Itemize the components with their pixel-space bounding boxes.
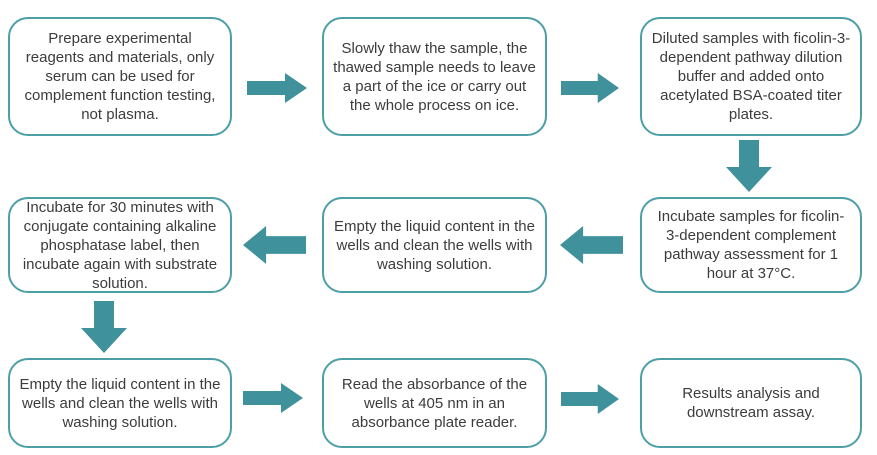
flow-step-6: Incubate for 30 minutes with conjugate c… <box>8 197 232 293</box>
arrow-down-icon <box>81 301 127 353</box>
flow-step-7: Empty the liquid content in the wells an… <box>8 358 232 448</box>
flow-step-2-text: Slowly thaw the sample, the thawed sampl… <box>333 39 536 114</box>
arrow-left-icon <box>243 226 306 264</box>
flow-step-3: Diluted samples with ficolin-3-dependent… <box>640 17 862 136</box>
arrow-right-icon <box>561 73 619 103</box>
arrow-right-icon <box>561 384 619 414</box>
flow-step-3-text: Diluted samples with ficolin-3-dependent… <box>651 30 851 123</box>
flow-step-1-text: Prepare experimental reagents and materi… <box>24 30 216 123</box>
flow-step-6-text: Incubate for 30 minutes with conjugate c… <box>22 198 218 292</box>
flow-step-7-text: Empty the liquid content in the wells an… <box>19 375 221 431</box>
flow-step-8-text: Read the absorbance of the wells at 405 … <box>341 375 528 431</box>
arrow-right-icon <box>247 73 307 103</box>
arrow-left-icon <box>560 226 623 264</box>
flow-step-2: Slowly thaw the sample, the thawed sampl… <box>322 17 547 136</box>
flow-step-9: Results analysis and downstream assay. <box>640 358 862 448</box>
flow-step-1: Prepare experimental reagents and materi… <box>8 17 232 136</box>
flow-step-5-text: Empty the liquid content in the wells an… <box>334 217 535 273</box>
arrow-right-icon <box>243 383 303 413</box>
flow-step-4-text: Incubate samples for ficolin-3-dependent… <box>657 208 845 282</box>
arrow-down-icon <box>726 140 772 192</box>
flow-step-9-text: Results analysis and downstream assay. <box>682 385 820 421</box>
flow-step-8: Read the absorbance of the wells at 405 … <box>322 358 547 448</box>
flow-step-5: Empty the liquid content in the wells an… <box>322 197 547 293</box>
flow-step-4: Incubate samples for ficolin-3-dependent… <box>640 197 862 293</box>
